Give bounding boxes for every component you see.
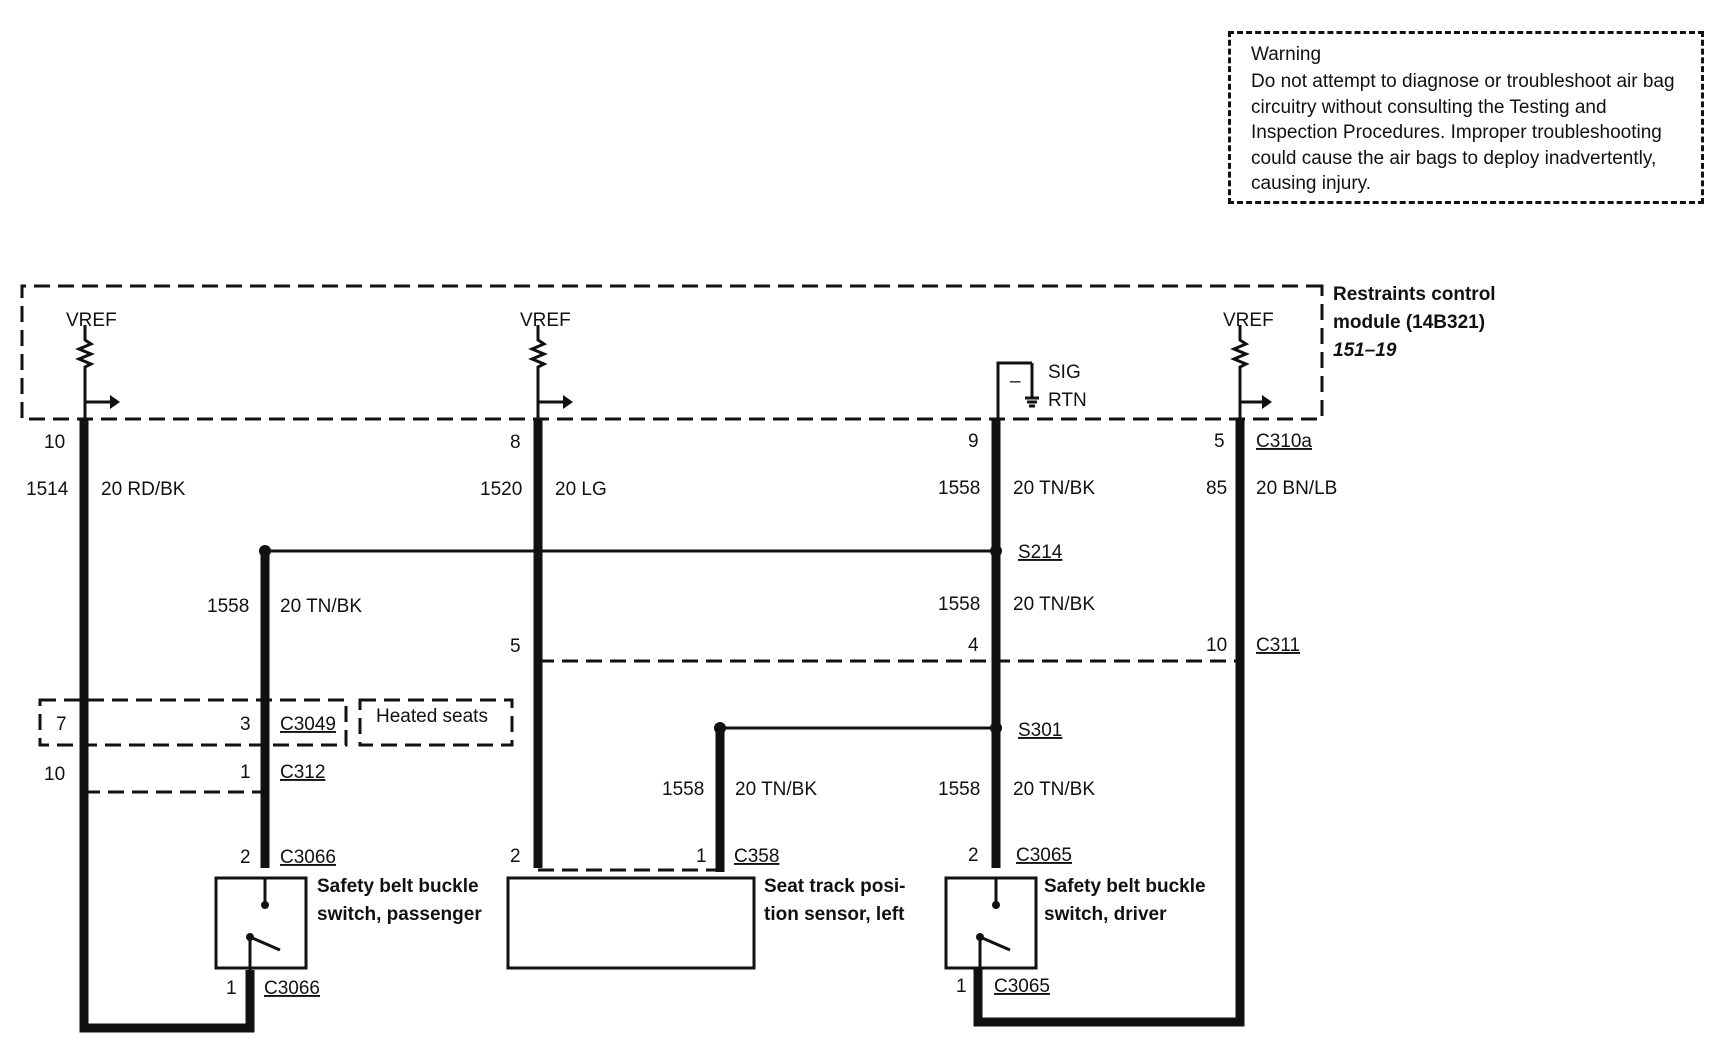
passenger-switch-symbol [214, 876, 308, 970]
c3065-top-label: C3065 [1016, 845, 1072, 866]
wire-color-passenger: 20 TN/BK [280, 596, 362, 617]
seat-sensor-label-2: tion sensor, left [764, 904, 905, 925]
minus-label: – [1010, 371, 1021, 392]
c311-label: C311 [1256, 635, 1300, 656]
circuit-1558-driver-lower: 1558 [938, 779, 980, 800]
pin-c3049-3: 3 [240, 714, 251, 735]
circuit-1558-seat-track: 1558 [662, 779, 704, 800]
circuit-1558-top: 1558 [938, 478, 980, 499]
s301-label: S301 [1018, 720, 1062, 741]
module-name-2: module (14B321) [1333, 312, 1485, 333]
wire-color-seat-track: 20 TN/BK [735, 779, 817, 800]
seat-sensor-box [506, 876, 756, 970]
module-outline [20, 284, 1324, 421]
pin-c311-4: 4 [968, 635, 979, 656]
pin-c358-2: 2 [510, 846, 521, 867]
circuit-1514: 1514 [26, 479, 69, 500]
wire-color-driver-lower: 20 TN/BK [1013, 779, 1095, 800]
driver-switch-label-1: Safety belt buckle [1044, 876, 1206, 897]
wire-color-lg: 20 LG [555, 479, 607, 500]
heated-seats-label: Heated seats [376, 706, 488, 727]
pin-c311-5: 5 [510, 636, 521, 657]
splice-dot-passenger [259, 545, 271, 557]
pin-c358-1: 1 [696, 846, 707, 867]
vref-label-3: VREF [1223, 310, 1274, 331]
vref-label-2: VREF [520, 310, 571, 331]
sig-label: SIG [1048, 362, 1081, 383]
sig-rtn-element [996, 361, 1039, 420]
pin-c3049-7: 7 [56, 714, 67, 735]
c3049-connector [38, 698, 348, 747]
pin-c310a-8: 8 [510, 432, 521, 453]
wire-color-bnlb: 20 BN/LB [1256, 478, 1337, 499]
circuit-1558-driver-upper: 1558 [938, 594, 980, 615]
c3065-bottom-label: C3065 [994, 976, 1050, 997]
vref-passenger [75, 325, 120, 420]
passenger-switch-label-2: switch, passenger [317, 904, 482, 925]
c3049-label: C3049 [280, 714, 336, 735]
circuit-1558-passenger: 1558 [207, 596, 249, 617]
rtn-label: RTN [1048, 390, 1087, 411]
wire-85-bnlb [973, 420, 1245, 1027]
passenger-switch-label-1: Safety belt buckle [317, 876, 479, 897]
pin-c3065-1: 1 [956, 976, 967, 997]
warning-title: Warning [1251, 44, 1322, 65]
warning-box: Warning Do not attempt to diagnose or tr… [1228, 31, 1704, 204]
c312-label: C312 [280, 762, 325, 783]
pin-c3066-1: 1 [226, 978, 237, 999]
wire-color-rdbk: 20 RD/BK [101, 479, 186, 500]
pin-c310a-5: 5 [1214, 431, 1225, 452]
c3066-bottom-label: C3066 [264, 978, 320, 999]
module-name-1: Restraints control [1333, 284, 1496, 305]
vref-label-1: VREF [66, 310, 117, 331]
wire-1514-rdbk [79, 420, 255, 1033]
pin-c312-10: 10 [44, 764, 65, 785]
c3066-top-label: C3066 [280, 847, 336, 868]
seat-sensor-label-1: Seat track posi- [764, 876, 906, 897]
circuit-85: 85 [1206, 478, 1227, 499]
pin-c310a-10: 10 [44, 432, 65, 453]
splice-dot-s301 [990, 722, 1002, 734]
vref-seat-track [528, 325, 573, 420]
c310a-label: C310a [1256, 431, 1312, 452]
wire-color-tnbk-top: 20 TN/BK [1013, 478, 1095, 499]
warning-text: Do not attempt to diagnose or troublesho… [1251, 71, 1675, 194]
module-page-ref: 151–19 [1333, 340, 1397, 361]
pin-c3066-2: 2 [240, 847, 251, 868]
driver-switch-label-2: switch, driver [1044, 904, 1167, 925]
heated-seats-box [358, 698, 514, 747]
splice-dot-s214 [990, 545, 1002, 557]
pin-c312-1: 1 [240, 762, 251, 783]
vref-driver-module [1230, 325, 1272, 420]
circuit-1520: 1520 [480, 479, 522, 500]
pin-c311-10: 10 [1206, 635, 1227, 656]
splice-dot-seat-track [714, 722, 726, 734]
pin-c3065-2: 2 [968, 845, 979, 866]
pin-c310a-9: 9 [968, 431, 979, 452]
wire-color-driver-upper: 20 TN/BK [1013, 594, 1095, 615]
s214-label: S214 [1018, 542, 1063, 563]
c358-label: C358 [734, 846, 779, 867]
driver-switch-symbol [944, 876, 1038, 970]
